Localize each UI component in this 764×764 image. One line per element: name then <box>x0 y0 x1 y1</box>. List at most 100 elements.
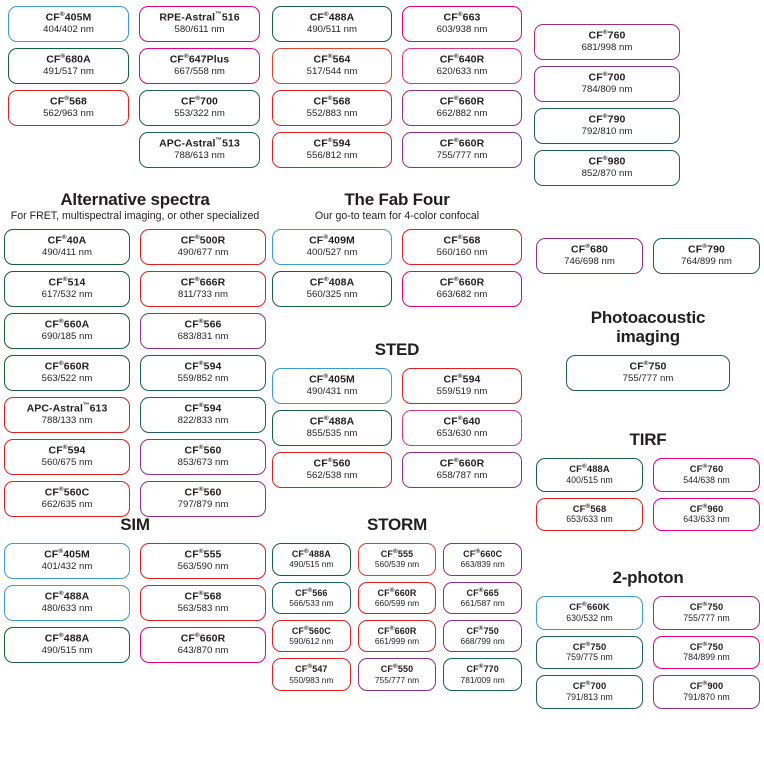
dye-name: CF®488A <box>291 548 331 560</box>
trademark-mark: ® <box>195 94 201 102</box>
dye-wavelength: 490/515 nm <box>41 645 93 657</box>
dye-name: CF®594 <box>313 136 351 150</box>
dye-wavelength: 822/833 nm <box>177 415 229 427</box>
dye-wavelength: 590/612 nm <box>289 636 334 647</box>
dye-wavelength: 563/590 nm <box>177 561 229 573</box>
dye-name: CF®568 <box>50 94 87 108</box>
trademark-mark: ® <box>323 373 329 381</box>
dye-name: CF®660R <box>44 359 90 373</box>
trademark-mark: ® <box>453 94 459 102</box>
dye-name: CF®560C <box>291 625 331 636</box>
trademark-mark: ® <box>478 625 484 632</box>
trademark-mark: ® <box>389 586 395 594</box>
dye-name: CF®405M <box>309 373 355 386</box>
dye-wavelength: 658/787 nm <box>436 470 488 482</box>
dye-name: CF®660R <box>439 457 485 470</box>
section-title-line2: imaging <box>616 327 680 347</box>
trademark-mark: ® <box>453 276 459 284</box>
dye-wavelength: 490/411 nm <box>42 247 92 259</box>
trademark-mark: ® <box>58 632 64 639</box>
trademark-mark: ® <box>307 586 313 594</box>
trademark-mark: ® <box>582 601 587 609</box>
section-title: STORM <box>366 515 428 534</box>
